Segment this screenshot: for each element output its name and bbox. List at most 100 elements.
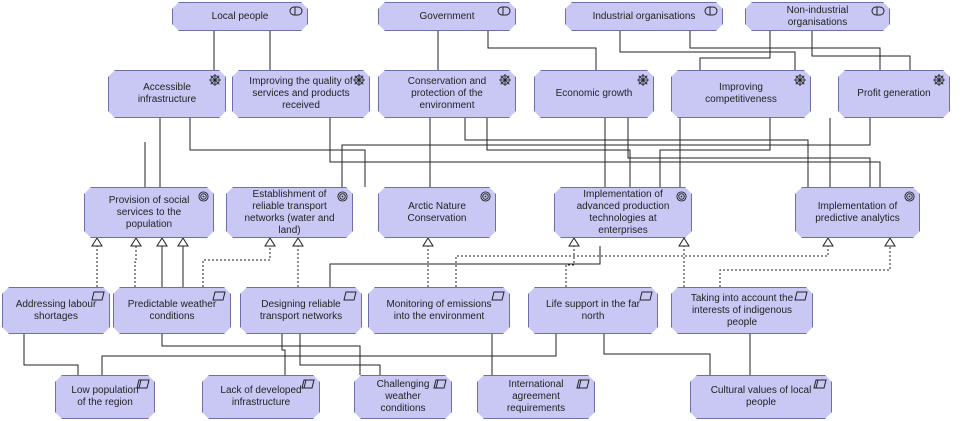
node-label: Improving the quality of services and pr… <box>249 76 353 111</box>
node-label: Taking into account the interests of ind… <box>690 292 794 328</box>
value-economic-growth[interactable]: Economic growth <box>534 70 654 118</box>
arrowhead <box>264 237 276 247</box>
stakeholder-icon <box>871 6 885 16</box>
node-label: Non-industrial organisations <box>786 4 849 28</box>
association-line <box>619 31 796 70</box>
association-line <box>23 334 79 375</box>
constraint-icon <box>813 379 827 389</box>
influence-line <box>341 118 871 187</box>
requirement-icon <box>639 291 653 301</box>
requirement-icon <box>491 291 505 301</box>
node-label: Challenging weather conditions <box>376 379 430 414</box>
requirement-icon <box>794 291 808 301</box>
value-competitiveness[interactable]: Improving competitiveness <box>671 70 811 118</box>
association-line <box>299 334 381 375</box>
arrowhead <box>422 237 434 247</box>
node-label: Arctic Nature Conservation <box>407 200 467 224</box>
influence-line <box>189 118 366 187</box>
value-improving-quality[interactable]: Improving the quality of services and pr… <box>232 70 370 118</box>
association-line <box>101 334 557 375</box>
goal-predictive[interactable]: Implementation of predictive analytics <box>795 187 920 238</box>
node-label: Accessible infrastructure <box>137 82 197 105</box>
goal-arctic[interactable]: Arctic Nature Conservation <box>378 187 496 238</box>
stakeholder-industrial[interactable]: Industrial organisations <box>565 2 723 31</box>
constraint-icon <box>136 379 150 389</box>
goal-icon <box>337 191 348 202</box>
arrowhead <box>177 237 189 247</box>
driver-icon <box>933 74 945 86</box>
association-line <box>161 334 361 375</box>
stakeholder-local-people[interactable]: Local people <box>172 2 308 31</box>
stakeholder-icon <box>289 6 303 16</box>
constraint-lack-infra[interactable]: Lack of developed infrastructure <box>202 375 320 419</box>
stakeholder-government[interactable]: Government <box>378 2 516 31</box>
node-label: Addressing labour shortages <box>15 298 97 322</box>
node-label: Economic growth <box>555 88 633 99</box>
arrowhead <box>130 237 142 247</box>
arrowhead <box>292 237 304 247</box>
influence-line <box>659 118 771 187</box>
requirement-indigenous[interactable]: Taking into account the interests of ind… <box>671 287 813 334</box>
node-label: Lack of developed infrastructure <box>220 385 302 408</box>
node-label: Industrial organisations <box>592 10 696 22</box>
requirement-monitoring[interactable]: Monitoring of emissions into the environ… <box>368 287 510 334</box>
node-label: Monitoring of emissions into the environ… <box>386 298 492 322</box>
constraint-low-population[interactable]: Low population of the region <box>55 375 155 419</box>
goal-icon <box>480 191 491 202</box>
realization-line <box>719 246 891 287</box>
stakeholder-icon <box>704 6 718 16</box>
requirement-weather[interactable]: Predictable weather conditions <box>113 287 231 334</box>
arrowhead <box>156 237 168 247</box>
value-profit[interactable]: Profit generation <box>838 70 950 118</box>
arrowhead <box>822 237 834 247</box>
node-label: Implementation of advanced production te… <box>576 188 670 236</box>
association-line <box>329 246 601 287</box>
requirement-icon <box>212 291 226 301</box>
arrowhead <box>884 237 896 247</box>
association-line <box>487 31 597 70</box>
goal-advanced-tech[interactable]: Implementation of advanced production te… <box>554 187 692 238</box>
constraint-challenging-weather[interactable]: Challenging weather conditions <box>354 375 452 419</box>
node-label: Government <box>419 10 475 22</box>
node-label: International agreement requirements <box>506 379 566 414</box>
arrowhead <box>568 237 580 247</box>
value-accessible-infrastructure[interactable]: Accessible infrastructure <box>108 70 226 118</box>
requirement-labour[interactable]: Addressing labour shortages <box>2 287 110 334</box>
stakeholder-icon <box>497 6 511 16</box>
constraint-international[interactable]: International agreement requirements <box>477 375 595 419</box>
goal-social-services[interactable]: Provision of social services to the popu… <box>84 187 214 238</box>
arrowhead <box>91 237 103 247</box>
realization-line <box>134 246 137 287</box>
constraint-icon <box>301 379 315 389</box>
arrowhead <box>678 237 690 247</box>
constraint-icon <box>433 379 447 389</box>
influence-line <box>627 118 871 187</box>
node-label: Improving competitiveness <box>705 82 777 105</box>
node-label: Predictable weather conditions <box>127 298 217 322</box>
stakeholder-non-industrial[interactable]: Non-industrial organisations <box>745 2 890 31</box>
association-line <box>811 31 911 70</box>
influence-line <box>486 118 631 187</box>
realization-line <box>455 246 829 287</box>
realization-line <box>565 246 575 287</box>
node-label: Implementation of predictive analytics <box>815 200 900 224</box>
node-label: Life support in the far north <box>546 298 640 322</box>
association-line <box>281 334 286 375</box>
value-conservation[interactable]: Conservation and protection of the envir… <box>378 70 516 118</box>
requirement-life-support[interactable]: Life support in the far north <box>528 287 658 334</box>
constraint-icon <box>576 379 590 389</box>
goal-icon <box>676 191 687 202</box>
driver-icon <box>499 74 511 86</box>
node-label: Profit generation <box>857 88 931 99</box>
constraint-cultural[interactable]: Cultural values of local people <box>690 375 832 419</box>
node-label: Establishment of reliable transport netw… <box>244 188 335 236</box>
driver-icon <box>353 74 365 86</box>
goal-transport[interactable]: Establishment of reliable transport netw… <box>226 187 353 238</box>
driver-icon <box>637 74 649 86</box>
node-label: Cultural values of local people <box>710 385 812 408</box>
requirement-designing[interactable]: Designing reliable transport networks <box>240 287 362 334</box>
node-label: Provision of social services to the popu… <box>108 194 190 230</box>
goal-icon <box>904 191 915 202</box>
association-line <box>689 31 881 70</box>
